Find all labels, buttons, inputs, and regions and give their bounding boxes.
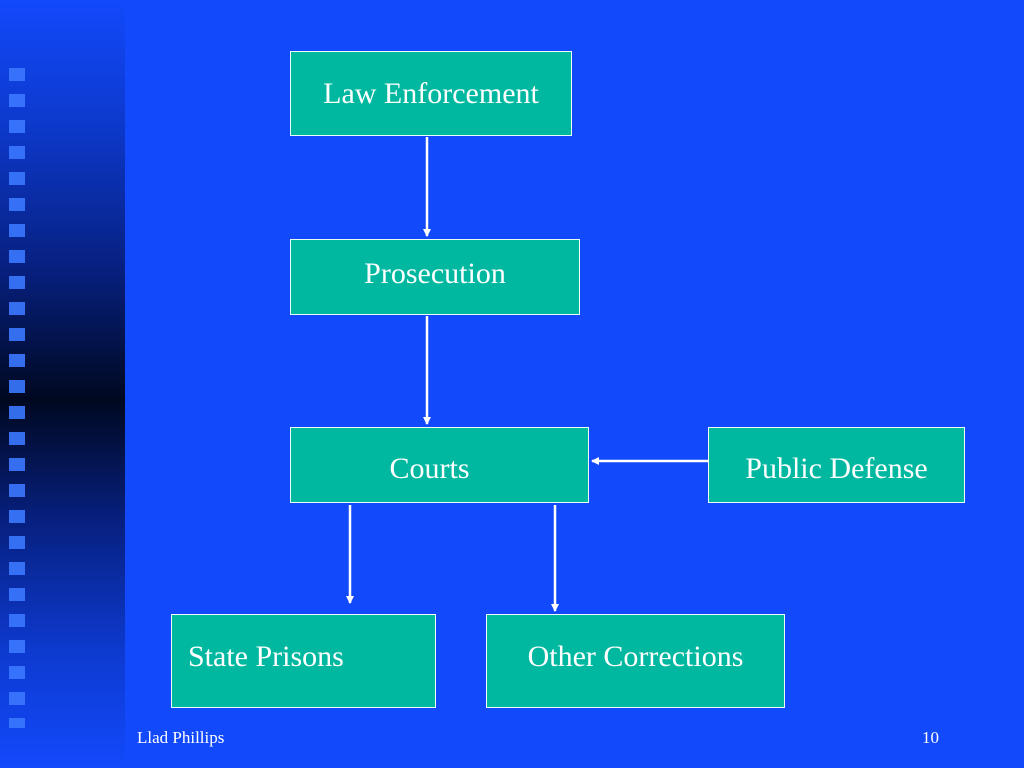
node-label: Courts (389, 452, 470, 485)
node-label: Other Corrections (527, 640, 744, 673)
node-prosecution: Prosecution (290, 239, 580, 315)
node-label: Public Defense (745, 452, 928, 485)
node-label: Law Enforcement (323, 76, 539, 110)
node-label: Prosecution (364, 257, 506, 290)
node-state-prisons: State Prisons (171, 614, 436, 708)
footer-author: Llad Phillips (137, 728, 225, 747)
slide-number: 10 (922, 728, 939, 747)
node-courts: Courts (290, 427, 589, 503)
node-label: State Prisons (188, 640, 344, 673)
decorative-square-column (9, 68, 25, 728)
node-law-enforcement: Law Enforcement (290, 51, 572, 136)
node-public-defense: Public Defense (708, 427, 965, 503)
node-other-corrections: Other Corrections (486, 614, 785, 708)
